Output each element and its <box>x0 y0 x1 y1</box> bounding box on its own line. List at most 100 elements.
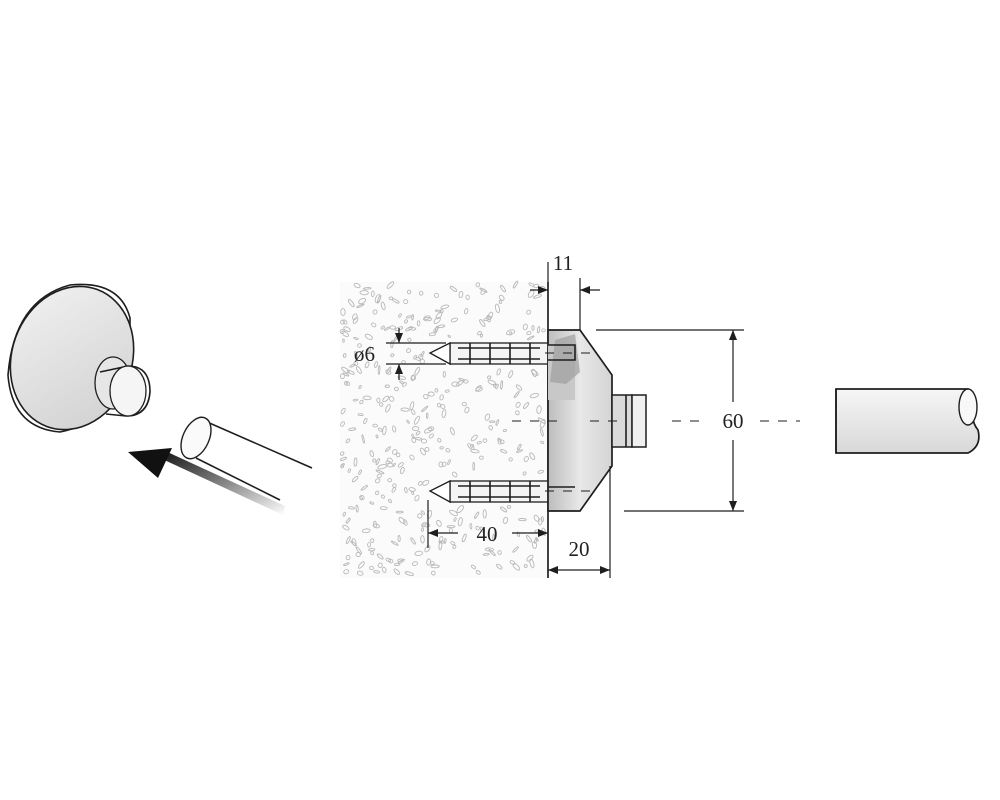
wall-speckle <box>425 412 429 419</box>
wall-speckle <box>386 462 394 468</box>
wall-speckle <box>470 434 478 442</box>
wall-speckle <box>372 423 378 428</box>
wall-speckle <box>380 494 385 499</box>
wall-speckle <box>397 535 401 543</box>
wall-speckle <box>461 533 467 543</box>
wall-speckle <box>438 536 444 543</box>
wall-speckle-texture <box>339 280 547 576</box>
wall-speckle <box>345 381 351 386</box>
wall-speckle <box>446 525 456 529</box>
wall-speckle <box>348 427 357 431</box>
wall-speckle <box>397 462 404 468</box>
wall-speckle <box>522 471 527 476</box>
wall-speckle <box>359 495 365 501</box>
wall-speckle <box>406 348 412 354</box>
wall-speckle <box>405 315 412 319</box>
wall-speckle <box>340 463 345 467</box>
wall-speckle <box>414 366 421 376</box>
wall-speckle <box>434 292 439 298</box>
wall-speckle <box>439 446 444 450</box>
wall-speckle <box>484 547 495 552</box>
wall-speckle <box>512 546 519 553</box>
dimension-outer-diameter: 60 <box>596 329 744 512</box>
wall-speckle <box>345 517 351 524</box>
wall-speckle <box>340 407 346 415</box>
wall-speckle <box>388 396 395 402</box>
wall-speckle <box>502 429 508 432</box>
wall-speckle <box>500 284 506 293</box>
wall-speckle <box>379 402 384 407</box>
wall-speckle <box>424 545 431 553</box>
wall-speckle <box>529 558 535 569</box>
wall-speckle <box>391 486 397 493</box>
wall-speckle <box>371 322 377 328</box>
wall-speckle <box>526 309 531 315</box>
wall-speckle <box>364 361 370 369</box>
wall-speckle <box>422 479 430 486</box>
wall-speckle <box>435 312 443 320</box>
wall-speckle <box>376 553 384 560</box>
wall-speckle <box>450 317 459 323</box>
wall-speckle <box>369 501 375 505</box>
wall-speckle <box>342 511 346 517</box>
wall-speckle <box>531 541 538 549</box>
wall-speckle <box>372 458 377 463</box>
wall-speckle <box>475 282 481 288</box>
wall-speckle <box>515 401 521 408</box>
wall-speckle <box>342 524 350 531</box>
wall-speckle <box>397 558 404 562</box>
wall-speckle <box>447 459 451 466</box>
wall-speckle <box>370 290 375 298</box>
wall-speckle <box>358 384 362 390</box>
wall-speckle <box>526 554 534 562</box>
wall-speckle <box>411 314 414 321</box>
wall-speckle <box>388 558 394 564</box>
wall-speckle <box>359 290 369 296</box>
wall-speckle <box>427 391 435 397</box>
wall-speckle <box>536 405 542 415</box>
wall-speckle <box>351 475 359 483</box>
wall-speckle <box>523 402 530 409</box>
wall-speckle <box>515 384 523 391</box>
wall-speckle <box>497 550 502 555</box>
wall-speckle <box>438 461 444 468</box>
wall-speckle <box>500 449 508 454</box>
wall-speckle <box>423 315 431 320</box>
wall-speckle <box>440 304 450 310</box>
wall-speckle <box>353 350 358 359</box>
wall-speckle <box>361 528 371 534</box>
wall-speckle <box>422 316 433 322</box>
dimension-hole-diameter: ø6 <box>354 328 446 380</box>
wall-speckle <box>384 384 390 389</box>
wall-speckle <box>362 395 372 401</box>
wall-speckle <box>399 380 405 385</box>
wall-speckle <box>472 461 476 471</box>
wall-speckle <box>410 537 416 545</box>
wall-speckle <box>536 326 541 334</box>
wall-speckle <box>482 509 487 519</box>
wall-speckle <box>484 413 491 421</box>
wall-speckle <box>480 288 486 295</box>
wall-speckle <box>434 325 439 334</box>
wall-speckle <box>517 443 522 451</box>
wall-speckle <box>439 309 444 314</box>
wall-speckle <box>407 337 412 342</box>
wall-speckle <box>377 562 383 568</box>
wall-speckle <box>411 426 420 432</box>
wall-speckle <box>385 557 392 563</box>
wall-speckle <box>421 521 427 528</box>
wall-speckle <box>529 392 540 399</box>
wall-speckle <box>492 533 495 542</box>
wall-speckle <box>375 458 380 466</box>
wall-speckle <box>461 401 467 407</box>
wall-speckle <box>369 450 375 458</box>
wall-speckle <box>457 517 463 527</box>
wall-speckle <box>392 449 398 455</box>
wall-speckle <box>385 403 391 413</box>
wall-speckle <box>532 294 543 299</box>
wall-speckle <box>482 438 488 443</box>
wall-speckle <box>451 471 458 478</box>
wall-speckle <box>417 481 423 486</box>
wall-section <box>339 280 549 578</box>
